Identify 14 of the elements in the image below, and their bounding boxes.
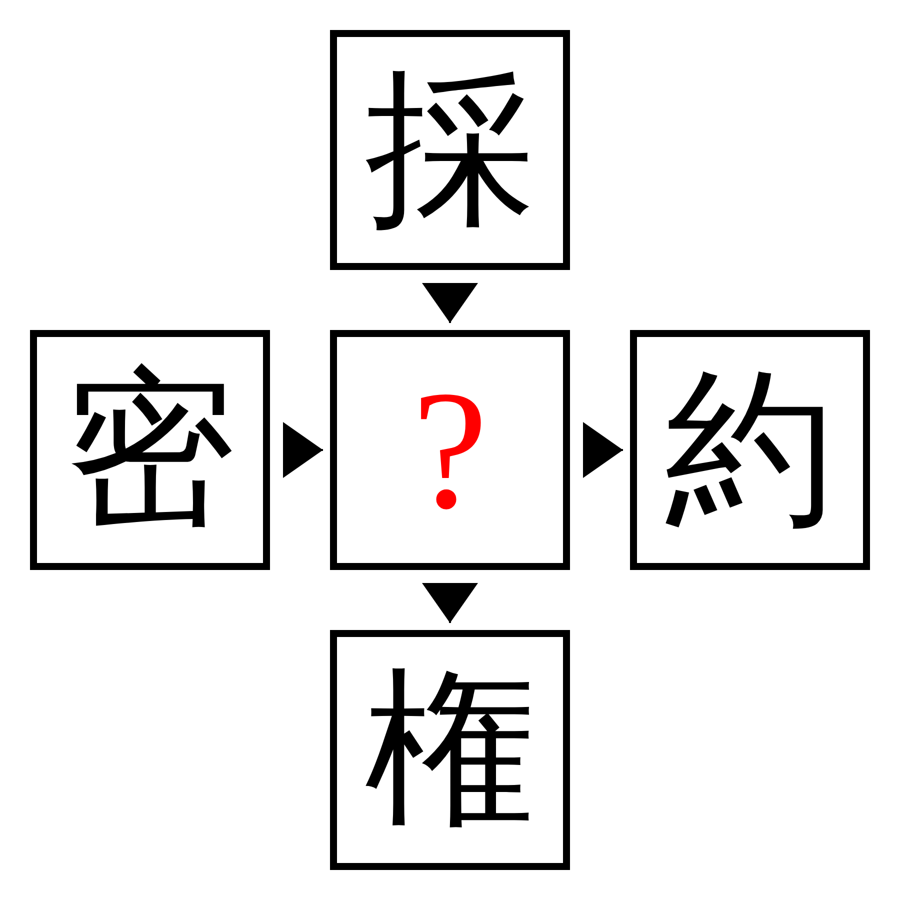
arrow [422, 583, 478, 623]
arrow [283, 422, 323, 478]
character-box [30, 330, 270, 570]
kanji-character: 密 [65, 365, 235, 535]
arrow [422, 283, 478, 323]
character-box [330, 630, 570, 870]
character-box [630, 330, 870, 570]
arrow [583, 422, 623, 478]
character-box [330, 30, 570, 270]
kanji-character: 採 [365, 65, 535, 235]
question-mark: ? [412, 365, 488, 535]
kanji-character: 約 [665, 365, 835, 535]
character-box [330, 330, 570, 570]
kanji-character: 権 [365, 665, 535, 835]
